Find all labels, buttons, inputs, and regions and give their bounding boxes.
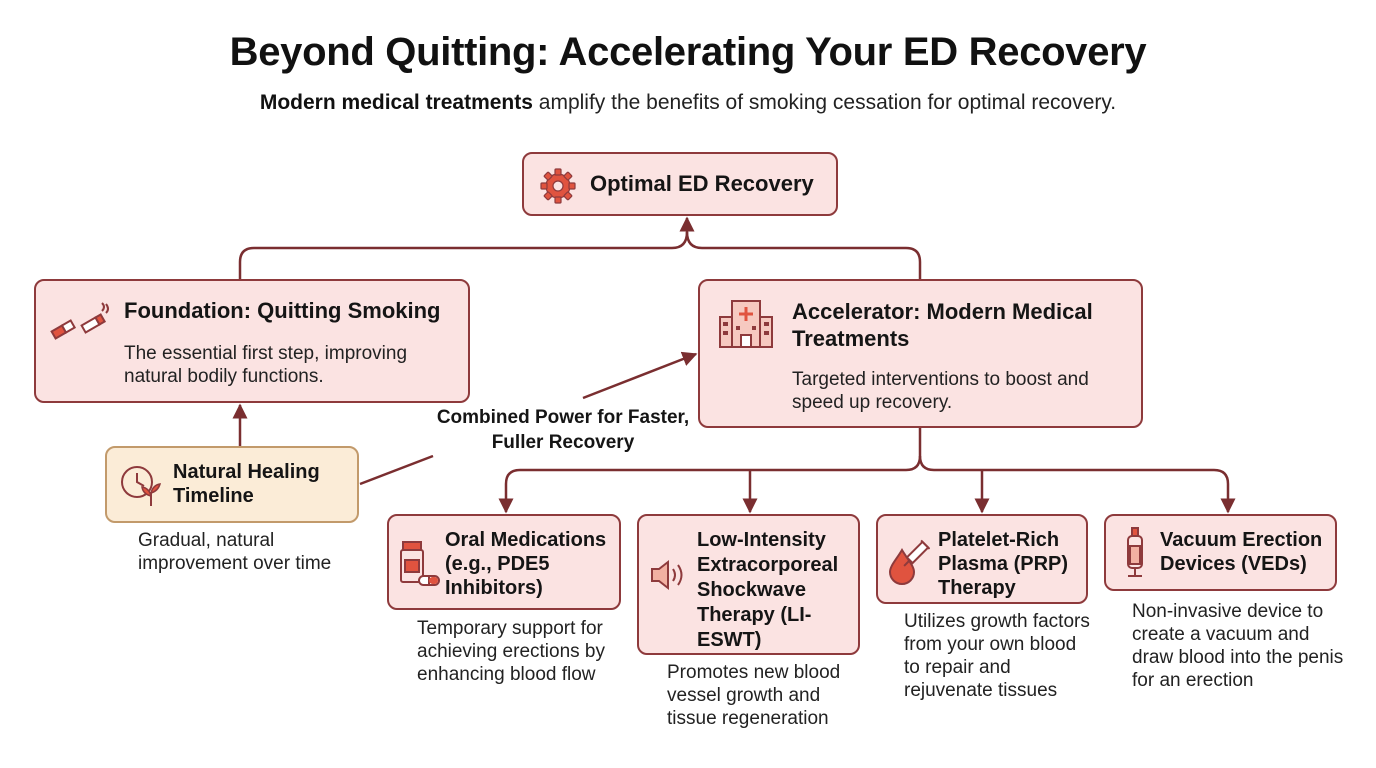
pill-bottle-icon [400, 541, 440, 586]
gear-icon [540, 168, 576, 204]
connector-branch-right [918, 455, 1236, 514]
natural-healing-title: Natural Healing Timeline [173, 461, 320, 507]
prp-box: Platelet-Rich Plasma (PRP) Therapy [876, 514, 1088, 604]
prp-desc: Utilizes growth factors from your own bl… [904, 611, 1090, 701]
ved-title: Vacuum Erection Devices (VEDs) [1160, 529, 1323, 575]
natural-healing-box: Natural Healing Timeline [105, 446, 359, 523]
vacuum-pump-icon [1127, 527, 1143, 577]
oral-medications-box: Oral Medications (e.g., PDE5 Inhibitors) [387, 514, 621, 610]
blood-drop-syringe-icon [888, 539, 930, 585]
connector-accelerator-to-top [685, 231, 922, 279]
accelerator-title: Accelerator: Modern Medical Treatments [792, 299, 1093, 351]
foundation-desc: The essential first step, improving natu… [124, 343, 408, 387]
foundation-title: Foundation: Quitting Smoking [124, 298, 441, 323]
oral-medications-title: Oral Medications (e.g., PDE5 Inhibitors) [445, 529, 607, 599]
subtitle-text: amplify the benefits of smoking cessatio… [532, 91, 1117, 114]
combined-power-label: Combined Power for Faster, Fuller Recove… [428, 405, 698, 455]
accelerator-desc: Targeted interventions to boost and spee… [792, 369, 1089, 413]
connector-combined-to-accelerator [582, 351, 698, 400]
prp-title: Platelet-Rich Plasma (PRP) Therapy [938, 529, 1069, 599]
connector-foundation-to-top [238, 216, 695, 279]
connector-natural-to-combined [359, 454, 434, 486]
page-title: Beyond Quitting: Accelerating Your ED Re… [229, 30, 1147, 74]
eswt-title: Low-Intensity Extracorporeal Shockwave T… [697, 529, 839, 651]
speaker-waves-icon [651, 559, 683, 591]
hospital-icon [719, 300, 773, 348]
eswt-box: Low-Intensity Extracorporeal Shockwave T… [637, 514, 860, 655]
ved-desc: Non-invasive device to create a vacuum a… [1132, 601, 1344, 691]
accelerator-box: Accelerator: Modern Medical Treatments T… [698, 279, 1143, 428]
oral-medications-desc: Temporary support for achieving erection… [417, 618, 605, 685]
clock-sprout-icon [121, 466, 162, 506]
natural-healing-desc: Gradual, natural improvement over time [138, 530, 332, 574]
broken-cigarette-icon [50, 302, 109, 340]
page-subtitle: Modern medical treatments amplify the be… [0, 91, 1376, 115]
ved-box: Vacuum Erection Devices (VEDs) [1104, 514, 1337, 591]
optimal-recovery-title: Optimal ED Recovery [590, 171, 814, 196]
optimal-recovery-box: Optimal ED Recovery [522, 152, 838, 216]
subtitle-emphasis: Modern medical treatments [259, 91, 533, 114]
eswt-desc: Promotes new blood vessel growth and tis… [667, 662, 841, 729]
foundation-box: Foundation: Quitting Smoking The essenti… [34, 279, 470, 403]
connector-accelerator-branch [498, 428, 922, 514]
